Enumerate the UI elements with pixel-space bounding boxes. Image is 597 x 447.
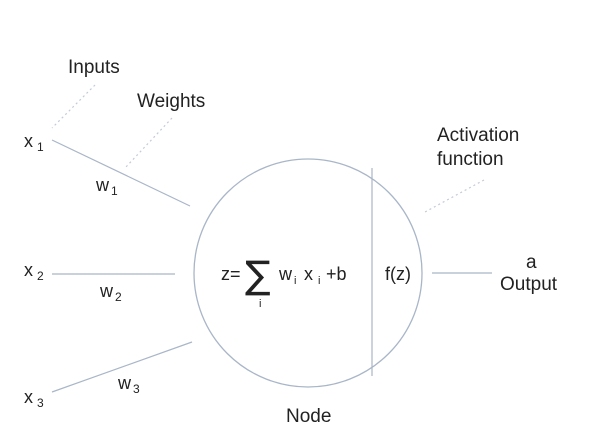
formula-lhs: z= — [221, 264, 241, 284]
node-circle — [193, 158, 423, 388]
input-x3-var: x — [24, 387, 33, 407]
input-x3: x 3 — [24, 387, 44, 410]
weight-w1: w 1 — [95, 175, 118, 198]
activation-label-line2: function — [437, 149, 504, 170]
weight-w3-var: w — [117, 373, 132, 393]
sigma-index: i — [259, 298, 261, 310]
weights-label: Weights — [137, 91, 205, 112]
output-label: Output — [500, 274, 558, 295]
inputs-label: Inputs — [68, 57, 120, 78]
weight-w1-sub: 1 — [111, 184, 118, 198]
input-line-1 — [51, 139, 191, 207]
weight-w2-var: w — [99, 281, 114, 301]
activation-function-text: f(z) — [385, 264, 411, 284]
sigma-symbol: ∑ — [245, 253, 271, 297]
weights-leader-line — [124, 117, 173, 169]
input-x3-sub: 3 — [37, 396, 44, 410]
input-x1-sub: 1 — [37, 140, 44, 154]
input-x2-var: x — [24, 260, 33, 280]
input-x2: x 2 — [24, 260, 44, 283]
node-label: Node — [286, 406, 331, 427]
weight-w2: w 2 — [99, 281, 122, 304]
summation-formula: z= ∑ i w i x i +b — [221, 253, 347, 310]
weight-w3: w 3 — [117, 373, 140, 396]
weight-w1-var: w — [95, 175, 110, 195]
formula-x-sub: i — [318, 275, 320, 287]
input-x1-var: x — [24, 131, 33, 151]
weight-w2-sub: 2 — [115, 290, 122, 304]
activation-label-line1: Activation — [437, 125, 519, 146]
output-variable-label: a — [526, 252, 537, 273]
formula-w-sub: i — [294, 275, 296, 287]
inputs-leader-line — [51, 84, 96, 129]
input-line-3 — [51, 341, 193, 393]
formula-x: x — [304, 264, 313, 284]
formula-w: w — [278, 264, 293, 284]
input-x1: x 1 — [24, 131, 44, 154]
input-x2-sub: 2 — [37, 269, 44, 283]
weight-w3-sub: 3 — [133, 382, 140, 396]
formula-bias: +b — [326, 264, 347, 284]
activation-leader-line — [424, 179, 485, 213]
